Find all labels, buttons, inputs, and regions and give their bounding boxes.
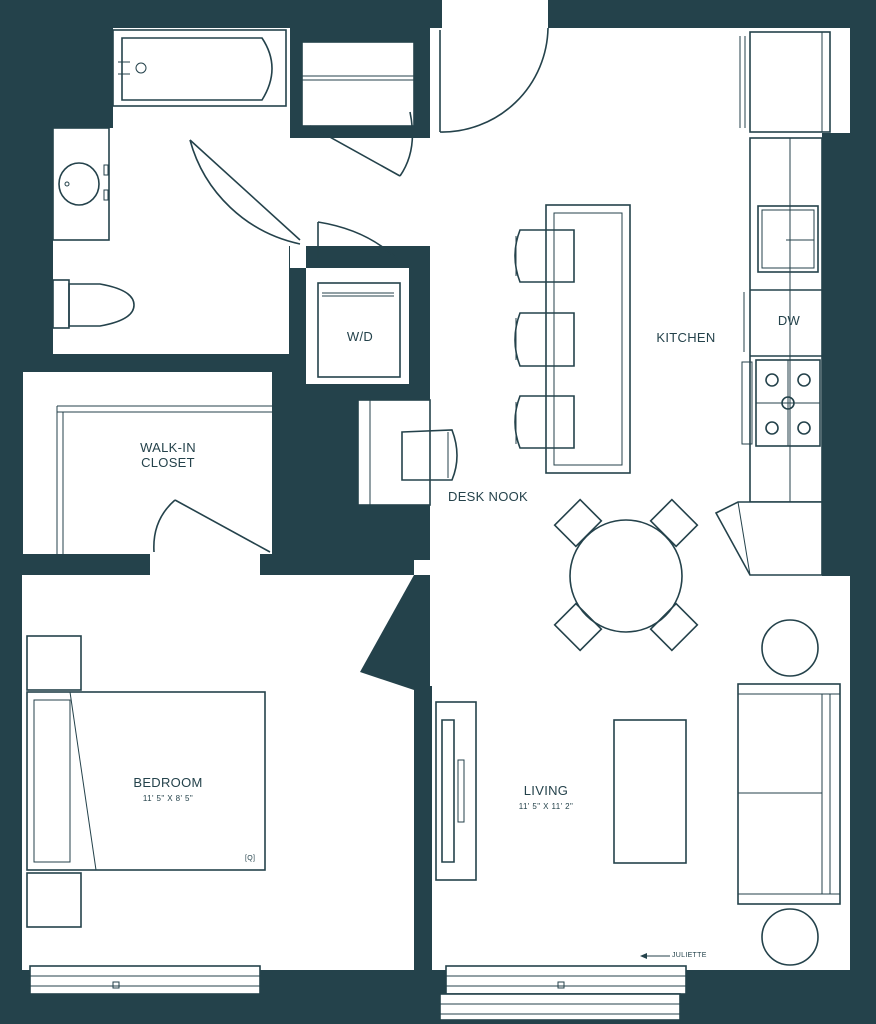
juliette-label: JULIETTE xyxy=(672,952,707,959)
bedroom-dimensions: 11' 5" X 8' 5" xyxy=(142,794,194,803)
linen-closet xyxy=(301,41,415,177)
bedroom-door-opening xyxy=(360,575,430,690)
floor-linen xyxy=(302,42,414,126)
desk-nook-label: DESK NOOK xyxy=(448,489,528,504)
floor-fridge-bay xyxy=(822,28,850,133)
bathroom-door xyxy=(189,139,301,245)
pantry xyxy=(714,501,823,576)
washer-dryer xyxy=(317,221,401,378)
bedroom-living-wall xyxy=(414,686,432,970)
walk-in-closet-label: WALK-IN CLOSET xyxy=(130,440,206,470)
sofa xyxy=(737,683,841,905)
media-console xyxy=(435,701,477,881)
windows xyxy=(29,965,687,1021)
floor-living xyxy=(432,576,850,970)
entry-door xyxy=(439,0,549,133)
bathtub xyxy=(112,29,287,107)
floor-hall xyxy=(289,138,431,246)
range xyxy=(741,359,821,447)
vanity xyxy=(52,127,110,241)
coffee-table xyxy=(613,719,687,864)
laundry-label: W/D xyxy=(346,329,374,344)
floor-desk-nook xyxy=(358,400,430,505)
walk-in-closet-label-line2: CLOSET xyxy=(141,455,195,470)
closet-rods xyxy=(56,405,272,554)
living-dimensions: 11' 5" X 11' 2" xyxy=(518,802,574,811)
walk-in-closet-label-line1: WALK-IN xyxy=(140,440,196,455)
desk xyxy=(357,399,458,506)
kitchen-label: KITCHEN xyxy=(656,330,716,345)
side-table-bottom xyxy=(761,908,819,966)
floor-areas xyxy=(22,28,850,970)
floor-bedroom xyxy=(22,575,414,970)
outlet-mark: [Q] xyxy=(245,855,256,862)
living-label: LIVING xyxy=(523,783,569,798)
dishwasher-label: DW xyxy=(777,313,801,328)
kitchen-island xyxy=(545,204,631,474)
toilet xyxy=(52,279,135,329)
bedroom-label: BEDROOM xyxy=(133,775,203,790)
bed xyxy=(26,635,266,928)
juliette-arrow xyxy=(640,953,670,959)
floor-closet-door-gap xyxy=(150,552,260,576)
refrigerator xyxy=(739,31,831,133)
floor-bath-tub xyxy=(113,28,290,138)
floor-laundry-door-gap xyxy=(290,238,306,268)
floor-bathroom xyxy=(53,128,289,354)
floor-kitchen xyxy=(430,28,822,576)
bar-stools xyxy=(514,229,575,449)
floor-laundry xyxy=(306,268,409,384)
floor-closet xyxy=(23,372,272,554)
dining-set xyxy=(553,498,699,652)
side-table-top xyxy=(761,619,819,677)
